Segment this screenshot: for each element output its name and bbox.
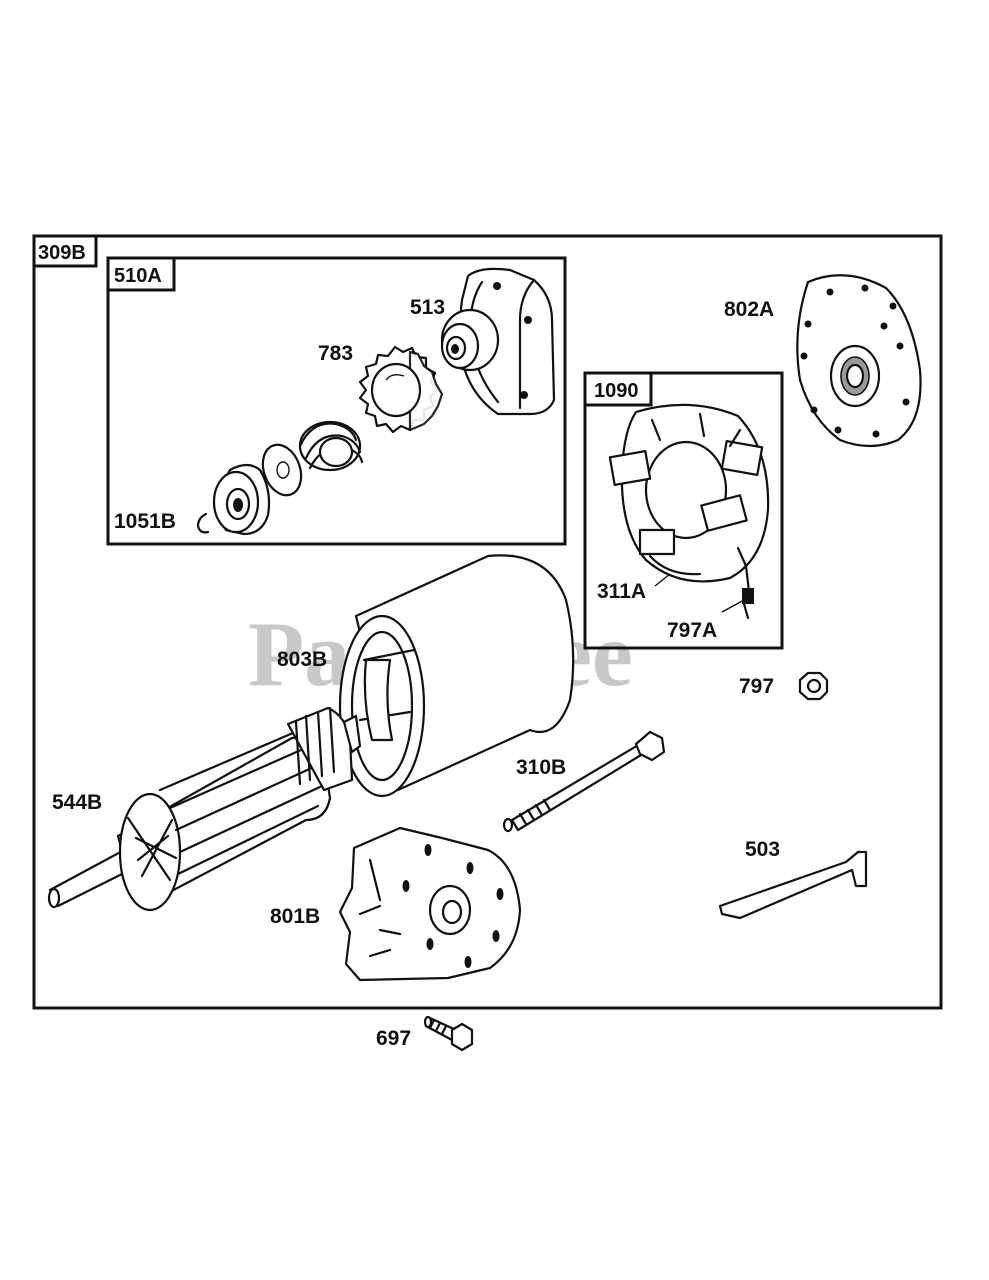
label-803b: 803B — [277, 648, 327, 671]
part-513-drive-housing[interactable] — [440, 267, 556, 416]
washer — [261, 443, 303, 497]
leader-lines — [654, 573, 745, 613]
stop-collar — [212, 463, 271, 536]
box-1090-tag — [583, 371, 653, 407]
part-503-bracket[interactable] — [718, 850, 868, 920]
part-802a-end-cap[interactable] — [796, 274, 922, 448]
label-783: 783 — [318, 342, 353, 365]
box-1090 — [583, 371, 784, 650]
label-503: 503 — [745, 838, 780, 861]
label-797a: 797A — [667, 619, 717, 642]
box-510a-label: 510A — [114, 265, 162, 287]
label-797: 797 — [739, 675, 774, 698]
part-544b-armature[interactable] — [47, 706, 362, 912]
label-544b: 544B — [52, 791, 102, 814]
box-1090-label: 1090 — [594, 380, 639, 402]
part-697-screw[interactable] — [423, 1015, 474, 1052]
part-310b-through-bolt[interactable] — [502, 730, 666, 833]
brush-holder-assembly[interactable] — [608, 403, 770, 620]
box-309b-tag — [32, 234, 98, 268]
spring — [298, 420, 364, 472]
label-310b: 310B — [516, 756, 566, 779]
box-309b-label: 309B — [38, 242, 86, 264]
label-311a: 311A — [597, 580, 646, 603]
part-1051b-retaining-ring[interactable] — [196, 512, 210, 534]
label-697: 697 — [376, 1027, 411, 1050]
box-510a-tag — [106, 256, 176, 292]
label-513: 513 — [410, 296, 445, 319]
box-309b — [32, 234, 943, 1010]
part-783-pinion-gear[interactable] — [358, 345, 444, 434]
label-802a: 802A — [724, 298, 774, 321]
part-801b-end-plate[interactable] — [338, 826, 522, 982]
label-1051b: 1051B — [114, 510, 176, 533]
label-801b: 801B — [270, 905, 320, 928]
part-803b-field-housing[interactable] — [338, 554, 575, 798]
box-510a — [106, 256, 567, 546]
part-797-nut[interactable] — [798, 671, 829, 701]
